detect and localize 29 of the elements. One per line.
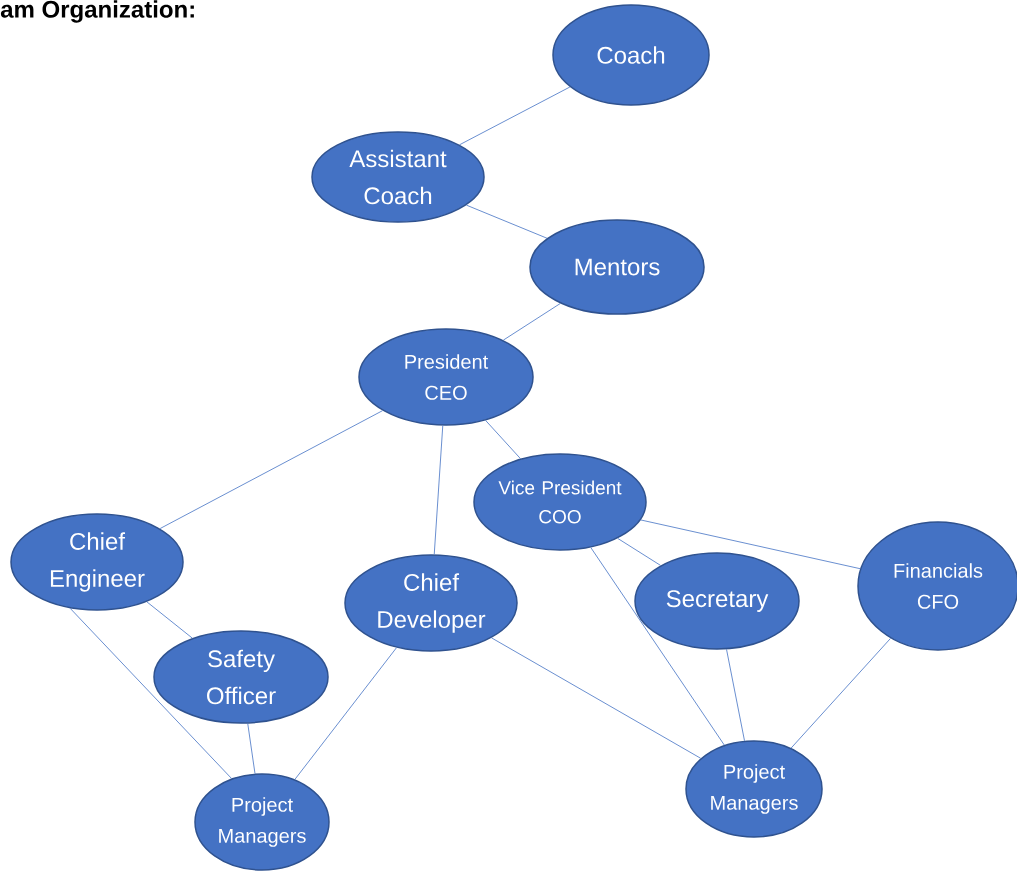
connector-line (159, 410, 383, 529)
connector-line (617, 538, 661, 566)
ellipse-node: President CEO (358, 328, 534, 426)
connector-line (247, 723, 256, 774)
connector-line (485, 420, 521, 459)
connector-line (466, 204, 548, 239)
ellipse-node: Chief Engineer (10, 513, 184, 611)
connector-line (502, 303, 561, 341)
ellipse-node: Vice President COO (473, 453, 647, 551)
connector-line (433, 425, 444, 555)
connector-line (726, 649, 745, 742)
connector-line (294, 647, 397, 780)
ellipse-node: Coach (552, 4, 710, 106)
connector-line (69, 608, 232, 779)
ellipse-node: Safety Officer (153, 630, 329, 724)
ellipse-node: Assistant Coach (311, 131, 485, 223)
connector-line (590, 547, 725, 746)
connector-line (640, 519, 861, 570)
connector-line (146, 601, 193, 639)
connector-line (790, 638, 891, 749)
ellipse-node: Mentors (529, 219, 705, 315)
title: am Organization: (0, 0, 194, 23)
ellipse-node: Secretary (634, 552, 800, 650)
ellipse-node: Financials CFO (857, 521, 1017, 651)
ellipse-node: Project Managers (685, 740, 823, 838)
connector-line (491, 637, 702, 759)
ellipse-node: Project Managers (194, 773, 330, 871)
ellipse-node: Chief Developer (344, 554, 518, 652)
connector-line (459, 86, 571, 146)
